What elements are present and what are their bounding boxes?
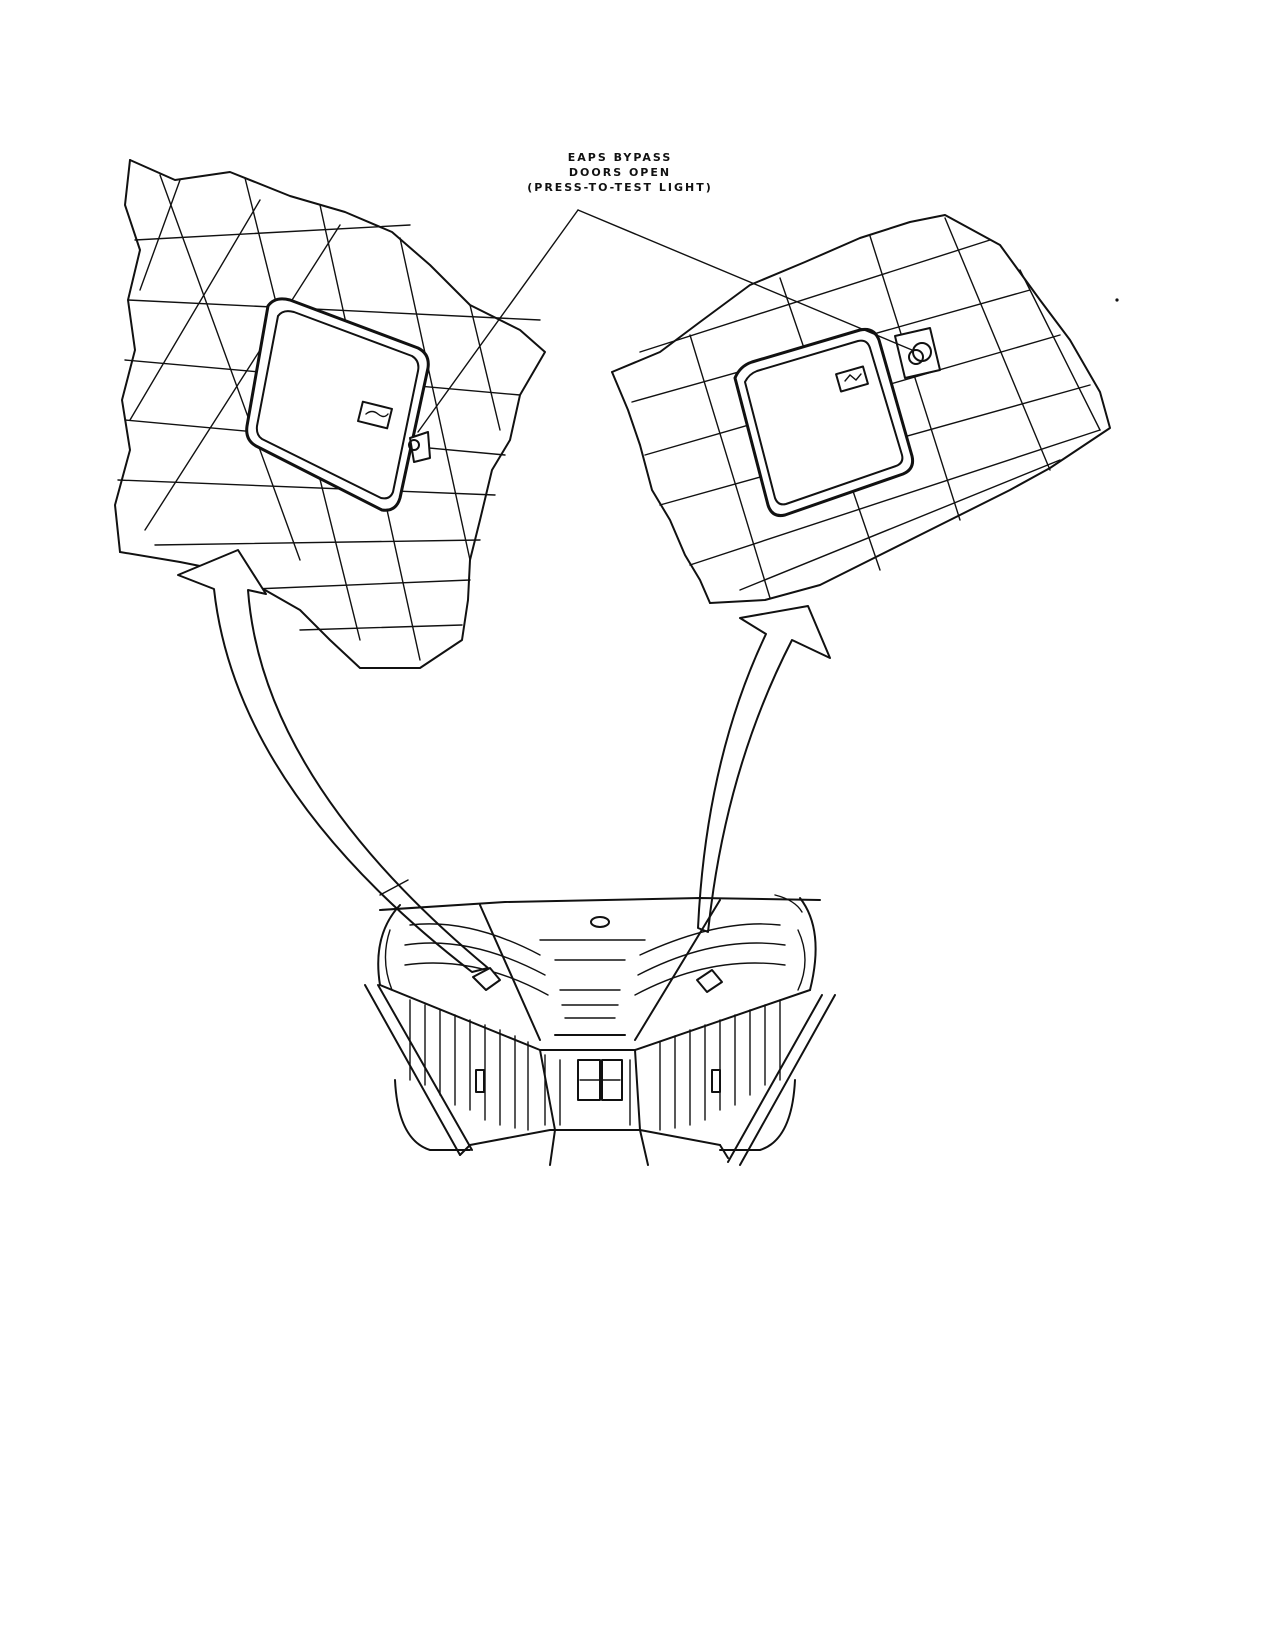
callout-line-1: EAPS BYPASS (567, 151, 673, 164)
left-warning-light-panel (245, 297, 431, 512)
cabin-interior (364, 879, 836, 1166)
stray-mark (1115, 298, 1119, 302)
right-arrow (697, 605, 831, 933)
callout-leader-lines (417, 209, 913, 433)
callout-line-2: DOORS OPEN (568, 166, 672, 179)
callout-line-3: (PRESS-TO-TEST LIGHT) (527, 181, 713, 194)
cabin-right-light (696, 969, 723, 993)
left-arrow (177, 549, 489, 973)
cabin-left-light (472, 967, 501, 991)
callout-label: EAPS BYPASS DOORS OPEN (PRESS-TO-TEST LI… (460, 150, 780, 195)
right-warning-light-panel (733, 327, 941, 517)
